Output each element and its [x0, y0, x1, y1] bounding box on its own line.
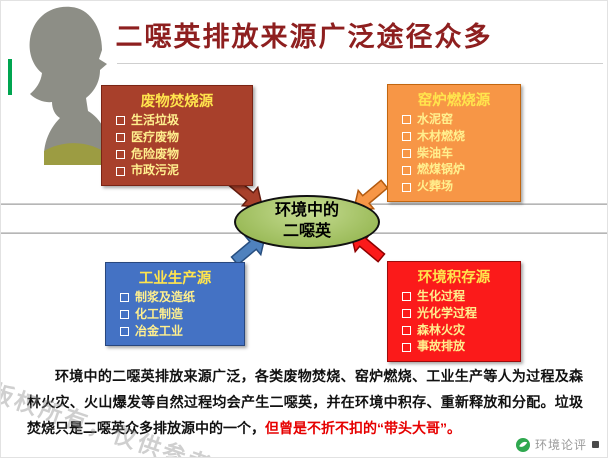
item-label: 制浆及造纸	[135, 290, 196, 304]
list-item: 木材燃烧	[394, 128, 514, 144]
list-item: 冶金工业	[112, 323, 238, 339]
green-accent-bar	[8, 59, 12, 95]
item-label: 光化学过程	[417, 305, 478, 320]
item-label: 水泥窑	[417, 112, 454, 126]
checkbox-icon	[402, 148, 411, 158]
list-item: 水泥窑	[394, 112, 514, 127]
checkbox-icon	[120, 326, 129, 336]
center-node-line2: 二噁英	[282, 223, 331, 240]
box-title: 废物焚烧源	[140, 94, 214, 110]
brand-logo-icon	[515, 437, 530, 452]
list-item: 市政污泥	[108, 164, 246, 178]
top-divider-line	[117, 63, 603, 64]
list-item: 化工制造	[112, 306, 238, 322]
checkbox-icon	[116, 149, 125, 159]
list-item: 火葬场	[394, 179, 514, 194]
list-item: 医疗废物	[108, 129, 246, 145]
item-label: 生化过程	[417, 289, 466, 303]
box-title: 窑炉燃烧源	[417, 93, 491, 109]
list-item: 光化学过程	[394, 305, 514, 321]
checkbox-icon	[402, 115, 411, 125]
item-label: 森林火灾	[417, 322, 466, 337]
checkbox-icon	[116, 133, 125, 143]
box-title: 环境积存源	[417, 270, 491, 286]
thinker-head-silhouette-decoration	[29, 6, 109, 166]
list-item: 危险废物	[108, 146, 246, 162]
checkbox-icon	[402, 132, 411, 142]
item-label: 化工制造	[135, 306, 184, 321]
checkbox-icon	[120, 310, 129, 320]
checkbox-icon	[402, 325, 411, 335]
list-item: 柴油车	[394, 145, 514, 161]
box-title: 工业生产源	[138, 271, 212, 287]
footer-seal-icon	[592, 441, 599, 448]
footer-brand: 环境论评	[515, 436, 599, 453]
item-label: 医疗废物	[131, 129, 180, 144]
checkbox-icon	[116, 166, 125, 176]
item-label: 事故排放	[417, 339, 466, 354]
item-label: 火葬场	[417, 179, 454, 194]
source-box-environmental-reservoir: 环境积存源 生化过程 光化学过程 森林火灾 事故排放	[387, 261, 521, 363]
source-box-industrial-production: 工业生产源 制浆及造纸 化工制造 冶金工业	[105, 262, 245, 347]
item-label: 柴油车	[417, 145, 454, 160]
list-item: 生活垃圾	[108, 113, 246, 128]
list-item: 事故排放	[394, 340, 514, 354]
summary-paragraph: 环境中的二噁英排放来源广泛，各类废物焚烧、窑炉燃烧、工业生产等人为过程及森林火灾…	[27, 363, 583, 441]
item-label: 冶金工业	[135, 323, 184, 338]
item-label: 市政污泥	[131, 163, 180, 178]
item-label: 危险废物	[131, 146, 180, 161]
list-item: 燃煤锅炉	[394, 163, 514, 177]
brand-name: 环境论评	[534, 438, 587, 452]
checkbox-icon	[402, 309, 411, 319]
source-box-kiln-combustion: 窑炉燃烧源 水泥窑 木材燃烧 柴油车 燃煤锅炉 火葬场	[387, 84, 521, 202]
list-item: 制浆及造纸	[112, 290, 238, 305]
source-box-waste-incineration: 废物焚烧源 生活垃圾 医疗废物 危险废物 市政污泥	[101, 85, 253, 187]
paragraph-highlight: 但曾是不折不扣的“带头大哥”。	[265, 420, 461, 436]
center-node-dioxin-in-environment: 环境中的 二噁英	[234, 195, 380, 249]
arrow-kiln-to-center-icon	[352, 179, 389, 211]
checkbox-icon	[116, 116, 125, 126]
checkbox-icon	[402, 165, 411, 175]
slide-title: 二噁英排放来源广泛途径众多	[115, 22, 493, 52]
checkbox-icon	[402, 342, 411, 352]
paragraph-text: 环境中的二噁英排放来源广泛，各类废物焚烧、窑炉燃烧、工业生产等人为过程及森林火灾…	[27, 368, 583, 436]
checkbox-icon	[402, 292, 411, 302]
list-item: 森林火灾	[394, 322, 514, 338]
list-item: 生化过程	[394, 289, 514, 304]
item-label: 生活垃圾	[131, 113, 180, 127]
item-label: 燃煤锅炉	[417, 162, 466, 177]
item-label: 木材燃烧	[417, 128, 466, 143]
checkbox-icon	[120, 293, 129, 303]
checkbox-icon	[402, 182, 411, 192]
center-node-line1: 环境中的	[274, 202, 339, 220]
